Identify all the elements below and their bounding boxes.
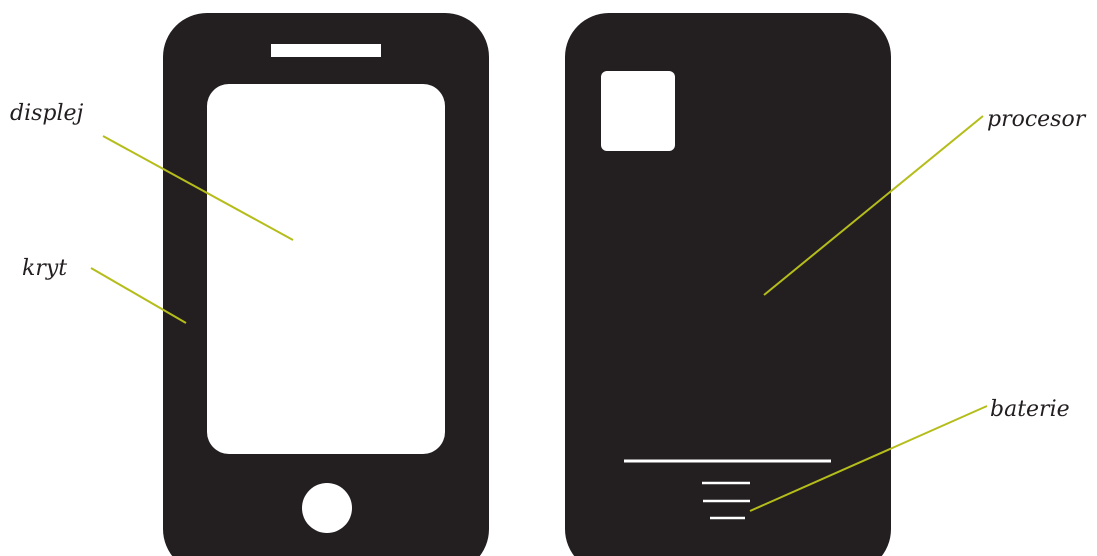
phone-display bbox=[207, 84, 445, 454]
phone-front-view bbox=[163, 13, 489, 556]
phone-camera-square bbox=[601, 71, 675, 151]
processor-label: procesor bbox=[987, 107, 1087, 132]
display-label: displej bbox=[10, 101, 84, 126]
phone-home-button bbox=[302, 483, 352, 533]
case-label: kryt bbox=[22, 256, 67, 281]
phone-speaker-slot bbox=[271, 44, 381, 57]
battery-label: baterie bbox=[990, 397, 1070, 422]
phone-back-view bbox=[565, 13, 891, 556]
